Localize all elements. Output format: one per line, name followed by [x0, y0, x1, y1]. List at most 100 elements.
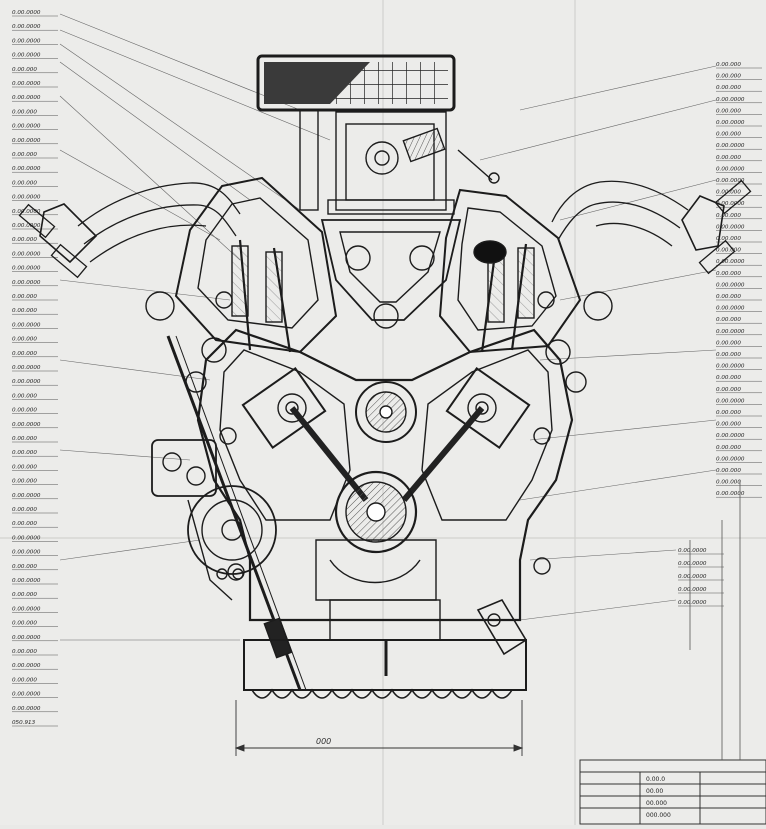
left-callout-label: 0.00.000: [12, 507, 37, 513]
left-callout-label: 0.00.0000: [12, 692, 41, 698]
left-callout-label: 0.00.000: [12, 649, 37, 655]
left-callout-label: 0.00.000: [12, 152, 37, 158]
right-callout-label: 0.00.0000: [716, 120, 745, 126]
right-callout-label: 0.00.0000: [716, 364, 745, 370]
left-callout-label: 0.00.000: [12, 450, 37, 456]
title-block-cell: 00.00: [646, 788, 663, 795]
left-callout-label: 0.00.000: [12, 436, 37, 442]
inner-callout-label: 0.00.0000: [678, 574, 707, 580]
dimension-label: 000: [316, 737, 331, 746]
right-callout-label: 0.00.000: [716, 480, 741, 486]
right-callout-label: 0.00.0000: [716, 433, 745, 439]
left-callout-label: 0.00.000: [12, 180, 37, 186]
right-callout-label: 0.00.000: [716, 62, 741, 68]
left-callout-label: 0.00.0000: [12, 706, 41, 712]
left-callout-label: 0.00.000: [12, 408, 37, 414]
width-dimension: [234, 700, 524, 756]
piston-right: [401, 366, 531, 502]
camshaft: [355, 381, 417, 443]
engine-block: [196, 328, 574, 622]
crankshaft: [315, 470, 437, 601]
left-callout-label: 0.00.0000: [12, 663, 41, 669]
left-callout-label: 0.00.000: [12, 521, 37, 527]
inner-callout-label: 0.00.0000: [678, 600, 707, 606]
left-callout-label: 0.00.000: [12, 464, 37, 470]
side-bosses: [145, 291, 613, 581]
left-callout-label: 0.00.000: [12, 621, 37, 627]
oil-sump: [243, 599, 527, 699]
right-callout-label: 0.00.000: [716, 340, 741, 346]
left-callout-label: 0.00.0000: [12, 53, 41, 59]
left-callout-label: 0.00.0000: [12, 322, 41, 328]
title-block-cell: 00.000: [646, 800, 667, 807]
right-callout-label: 0.00.000: [716, 422, 741, 428]
right-callout-label: 0.00.0000: [716, 282, 745, 288]
right-callout-label: 0.00.000: [716, 155, 741, 161]
oil-dipstick: [166, 335, 307, 691]
left-callout-label: 0.00.0000: [12, 10, 41, 16]
inner-right-callout-group: 0.00.0000 0.00.0000 0.00.0000 0.00.0000 0.00…: [678, 548, 724, 607]
piston-left: [241, 366, 369, 502]
right-callout-column: 0.00.000 0.00.000 0.00.000 0.00.0000 0.00.00…: [716, 62, 762, 498]
left-callout-label: 0.00.000: [12, 479, 37, 485]
right-callout-label: 0.00.0000: [716, 306, 745, 312]
left-callout-label: 0.00.0000: [12, 195, 41, 201]
left-callout-label: 0.00.0000: [12, 81, 41, 87]
right-callout-label: 0.00.000: [716, 317, 741, 323]
left-callout-label: 0.00.0000: [12, 95, 41, 101]
left-callout-label: 0.00.0000: [12, 493, 41, 499]
left-callout-label: 0.00.0000: [12, 24, 41, 30]
right-callout-label: 0.00.000: [716, 236, 741, 242]
left-callout-label: 0.00.0000: [12, 38, 41, 44]
left-callout-label: 0.00.0000: [12, 124, 41, 130]
title-block-cell: 000.000: [646, 812, 671, 819]
right-callout-label: 0.00.000: [716, 85, 741, 91]
left-callout-label: 0.00.0000: [12, 578, 41, 584]
inner-callout-label: 0.00.0000: [678, 587, 707, 593]
title-block: [579, 759, 766, 825]
right-callout-label: 0.00.000: [716, 108, 741, 114]
carburettor: [299, 109, 500, 215]
left-callout-label: 0.00.000: [12, 67, 37, 73]
cylinder-head-left: [174, 176, 338, 363]
cylinder-head-right: [438, 188, 582, 365]
right-callout-label: 0.00.000: [716, 271, 741, 277]
left-callout-label: 0.00.0000: [12, 251, 41, 257]
left-callout-label: 0.00.0000: [12, 223, 41, 229]
right-callout-label: 0.00.0000: [716, 491, 745, 497]
left-callout-label: 0.00.0000: [12, 209, 41, 215]
left-callout-label: 0.00.000: [12, 351, 37, 357]
right-callout-label: 0.00.0000: [716, 329, 745, 335]
right-callout-label: 0.00.000: [716, 445, 741, 451]
revision-note-strip: [689, 480, 741, 760]
right-callout-label: 0.00.000: [716, 387, 741, 393]
right-callout-label: 0.00.0000: [716, 143, 745, 149]
right-callout-label: 0.00.000: [716, 375, 741, 381]
right-callout-label: 0.00.0000: [716, 178, 745, 184]
left-callout-label: 0.00.000: [12, 337, 37, 343]
engine-body: [18, 54, 752, 699]
left-callout-label: 0.00.0000: [12, 280, 41, 286]
title-block-cell: 0.00.0: [646, 776, 665, 783]
leader-lines: [59, 13, 717, 641]
left-callout-label: 0.00.000: [12, 294, 37, 300]
inner-callout-label: 0.00.0000: [678, 561, 707, 567]
left-callout-label: 0.00.000: [12, 109, 37, 115]
left-callout-label: 0.00.0000: [12, 550, 41, 556]
right-callout-label: 0.00.0000: [716, 166, 745, 172]
left-callout-label: 0.00.000: [12, 308, 37, 314]
right-callout-label: 0.00.000: [716, 248, 741, 254]
inner-callout-label: 0.00.0000: [678, 548, 707, 554]
exhaust-manifold-right: [551, 179, 752, 275]
left-callout-label: 0.00.000: [12, 564, 37, 570]
title-block-rows: 0.00.0 00.00 00.000 000.000: [646, 776, 671, 819]
right-callout-label: 0.00.0000: [716, 224, 745, 230]
right-callout-label: 0.00.000: [716, 74, 741, 80]
left-callout-label: 0.00.0000: [12, 138, 41, 144]
oil-filter-assembly: [151, 439, 277, 601]
right-callout-label: 0.00.000: [716, 190, 741, 196]
left-callout-label: 0.00.000: [12, 237, 37, 243]
intake-manifold: [320, 219, 462, 329]
left-callout-column: 0.00.0000 0.00.0000 0.00.0000 0.00.0000 0.00…: [12, 10, 58, 727]
